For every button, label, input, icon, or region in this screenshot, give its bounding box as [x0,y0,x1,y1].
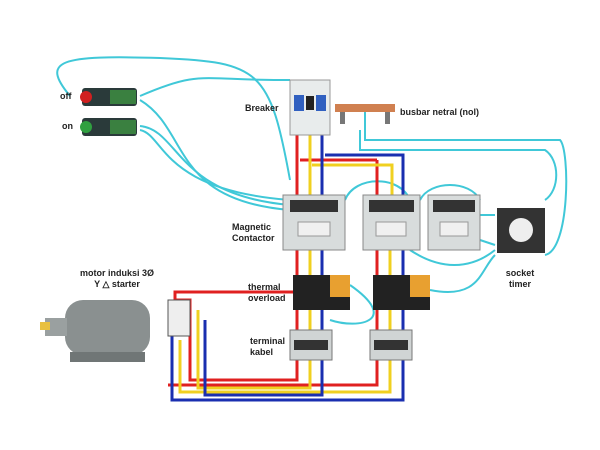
terminal-label-line2: kabel [250,347,274,357]
thermal-overload-2 [373,275,430,310]
busbar-label: busbar netral (nol) [400,107,480,117]
on-label: on [62,121,73,131]
induction-motor [40,300,150,362]
terminal-label: terminal kabel [250,336,285,358]
magnetic-contactor-2 [362,194,421,251]
motor-label-line2: Y △ starter [94,279,140,289]
motor-terminal-box [167,299,191,337]
off-push-button[interactable] [80,88,137,106]
power-wires [168,135,405,402]
breaker-label: Breaker [245,103,279,113]
magnetic-contactor-3 [427,194,481,251]
socket-timer-label: socket timer [500,268,540,290]
contactor-label-line1: Magnetic [232,222,272,232]
thermal-label: thermal overload [248,282,286,304]
thermal-overload-1 [293,275,350,310]
breaker [289,79,331,136]
on-push-button[interactable] [80,118,137,136]
motor-label-line1: motor induksi 3Ø [79,268,154,278]
socket-label-line1: socket [505,268,535,278]
terminal-label-line1: terminal [250,336,286,346]
contactor-label-line2: Contactor [232,233,275,243]
socket-label-line2: timer [508,279,531,289]
contactor-label: Magnetic Contactor [232,222,275,244]
off-label: off [60,91,72,101]
terminal-kabel-1 [289,329,333,361]
busbar-netral [335,104,395,124]
magnetic-contactor-1 [282,194,346,251]
motor-label: motor induksi 3Ø Y △ starter [62,268,172,290]
socket-timer [497,208,545,253]
control-wires [56,56,568,325]
thermal-label-line1: thermal [248,282,281,292]
thermal-label-line2: overload [248,293,286,303]
terminal-kabel-2 [369,329,413,361]
